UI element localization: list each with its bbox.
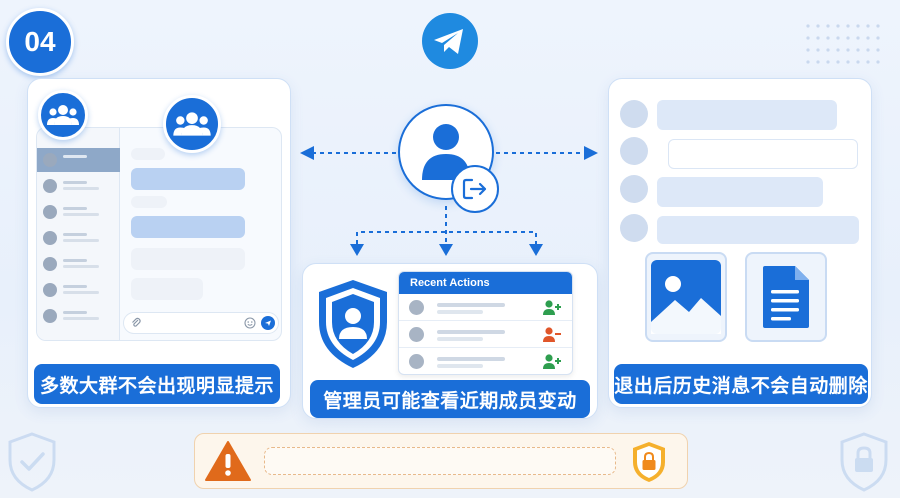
recent-action-row[interactable] [399,348,572,374]
chat-list-sidebar [37,128,120,340]
lock-shield-icon [633,442,665,482]
user-plus-icon [543,300,561,315]
avatar [620,137,648,165]
document-file-icon [763,266,809,328]
recent-action-row[interactable] [399,321,572,348]
user-minus-icon [543,327,561,342]
decorative-dots [806,24,880,64]
message-placeholder [668,139,858,169]
avatar [620,100,648,128]
chat-list-item[interactable] [37,304,120,328]
step-number: 04 [24,26,56,57]
attach-icon[interactable] [130,317,142,329]
message-placeholder [657,100,837,130]
message-bubble [131,196,167,208]
recent-actions-card: Recent Actions [398,271,573,375]
message-bubble [131,278,203,300]
chat-list-item[interactable] [37,278,120,302]
message-bubble [131,148,165,160]
chat-list-item[interactable] [37,252,120,276]
message-bubble [131,168,245,190]
avatar [620,214,648,242]
message-bubble [131,216,245,238]
chat-list-item[interactable] [37,148,120,172]
chat-list-item[interactable] [37,174,120,198]
telegram-logo-icon [422,13,478,69]
send-icon[interactable] [261,316,275,330]
emoji-icon[interactable] [244,317,256,329]
exit-icon [451,165,499,213]
check-shield-icon [8,432,56,492]
avatar [620,175,648,203]
step-badge: 04 [6,8,74,76]
message-placeholder [657,177,823,207]
warning-icon [205,441,251,481]
message-placeholder [657,216,859,244]
message-input[interactable] [123,312,279,334]
caption-center: 管理员可能查看近期成员变动 [310,380,590,418]
group-icon [163,95,221,153]
chat-list-item[interactable] [37,200,120,224]
image-file-tile[interactable] [645,252,727,342]
caption-left: 多数大群不会出现明显提示 [34,364,280,404]
recent-action-row[interactable] [399,294,572,321]
shield-user-icon [319,280,387,368]
document-file-tile[interactable] [745,252,827,342]
user-plus-icon [543,354,561,369]
message-bubble [131,248,245,270]
warning-text-field [264,447,616,475]
group-icon [38,90,88,140]
chat-list-item[interactable] [37,226,120,250]
image-file-icon [651,260,721,334]
caption-right: 退出后历史消息不会自动删除 [614,364,868,404]
group-chat-mockup [36,127,282,341]
recent-actions-title: Recent Actions [399,272,572,294]
lock-shield-icon [840,432,888,492]
